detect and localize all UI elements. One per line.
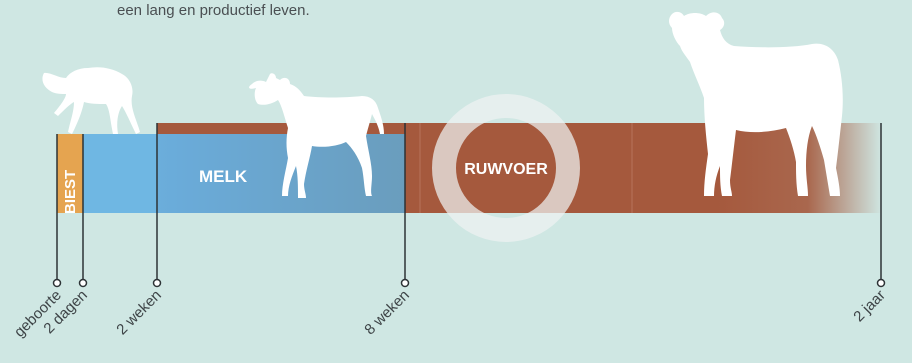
biest-label: BIEST [62, 170, 79, 214]
newborn-calf-icon [42, 67, 140, 134]
milestone-label-8-weken: 8 weken [361, 287, 413, 339]
melk-label: MELK [199, 167, 248, 186]
milestone-marker-8-weken [402, 280, 409, 287]
milestone-label-2-weken: 2 weken [113, 287, 165, 339]
milestone-marker-geboorte [54, 280, 61, 287]
milestone-marker-2-weken [154, 280, 161, 287]
milestone-marker-2-jaar [878, 280, 885, 287]
milestone-marker-2-dagen [80, 280, 87, 287]
milestone-label-2-jaar: 2 jaar [850, 287, 889, 326]
ruwvoer-label: RUWVOER [464, 161, 548, 178]
melk-band-early [83, 134, 157, 213]
